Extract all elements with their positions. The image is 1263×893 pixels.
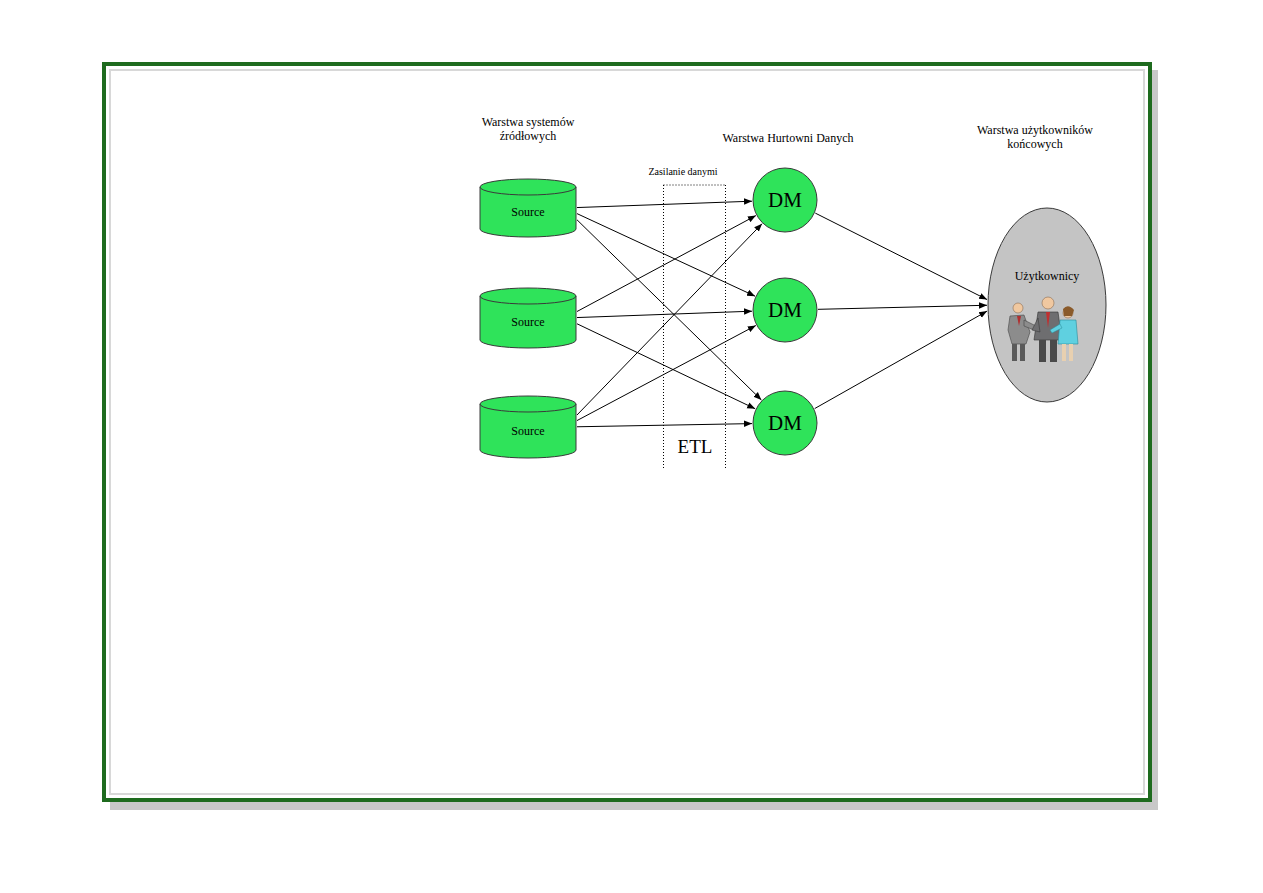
layer-label: Zasilanie danymi [648, 166, 717, 178]
flow-arrow [577, 216, 756, 312]
flow-arrow [577, 220, 761, 400]
flow-arrow [577, 324, 755, 409]
data-mart-circle: DM [752, 390, 818, 456]
frame-bevel [110, 70, 1144, 794]
cylinder-body [480, 396, 576, 458]
node-text: Source [511, 424, 544, 439]
source-database: Source [479, 395, 577, 459]
source-database: Source [479, 287, 577, 349]
data-mart-circle: DM [752, 167, 818, 233]
flow-arrow [577, 214, 755, 297]
circle-outline [753, 391, 817, 455]
layer-label: Warstwa systemów źródłowych [466, 116, 591, 144]
flow-arrow [577, 325, 756, 420]
cylinder-rim [480, 296, 576, 304]
ellipse-outline [988, 208, 1106, 402]
node-text: DM [768, 411, 802, 436]
layer-label: Warstwa użytkowników końcowych [968, 124, 1103, 152]
cylinder-rim [480, 187, 576, 195]
etl-right [725, 185, 726, 470]
etl-label: ETL [676, 436, 715, 458]
node-outline [987, 207, 1107, 403]
cylinder-rim [480, 404, 576, 412]
layer-label: Warstwa Hurtowni Danych [723, 132, 854, 146]
flow-arrow [577, 424, 752, 427]
etl-left [663, 185, 664, 470]
flow-arrow [577, 311, 752, 317]
cylinder-body [480, 179, 576, 237]
cylinder-body [480, 288, 576, 348]
flow-arrow [815, 213, 987, 299]
circle-outline [753, 278, 817, 342]
node-text: Użytkownicy [1015, 269, 1080, 284]
node-text: DM [768, 188, 802, 213]
users-ellipse: Użytkownicy [987, 207, 1107, 403]
circle-outline [753, 168, 817, 232]
flow-arrow [815, 311, 987, 408]
etl-region [664, 185, 726, 470]
flow-arrow [577, 224, 762, 415]
frame-border [104, 64, 1150, 800]
data-mart-circle: DM [752, 277, 818, 343]
flow-arrow [818, 305, 987, 309]
node-text: Source [511, 315, 544, 330]
node-text: Source [511, 205, 544, 220]
etl-top [664, 185, 726, 186]
flow-arrow [577, 201, 752, 207]
source-database: Source [479, 178, 577, 238]
node-text: DM [768, 298, 802, 323]
